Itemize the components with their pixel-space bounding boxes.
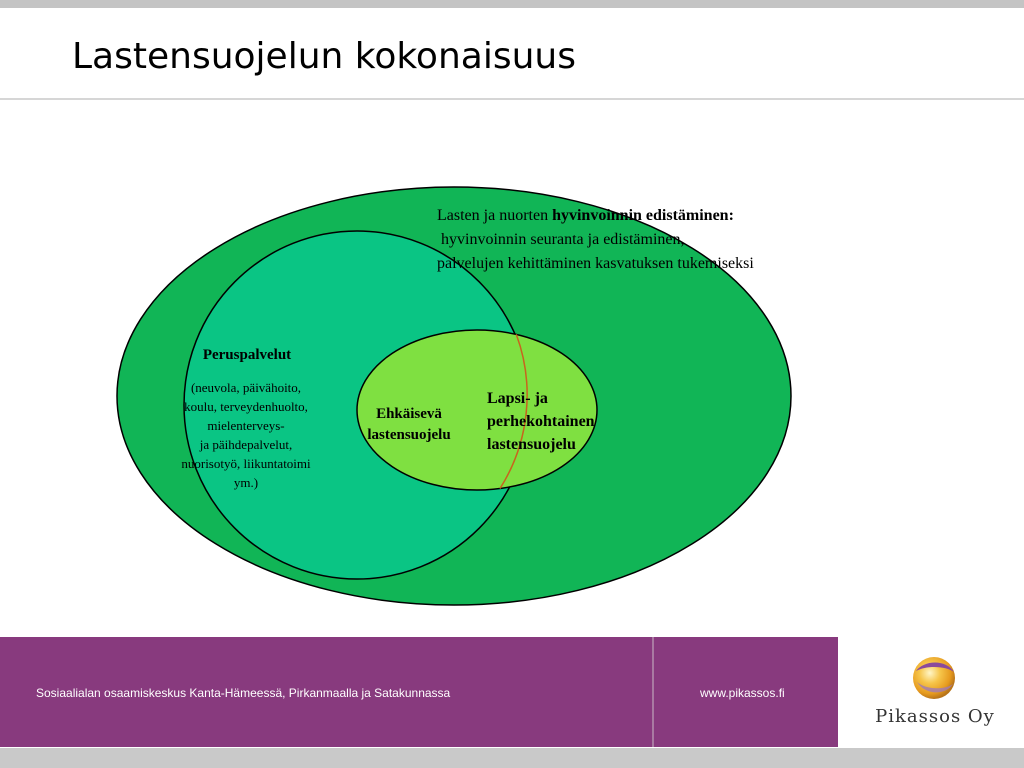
inner-ellipse: [356, 329, 598, 491]
basic-services-line: nuorisotyö, liikuntatoimi: [181, 456, 311, 471]
preventive-line: lastensuojelu: [367, 427, 451, 443]
basic-services-line: (neuvola, päivähoito,: [190, 380, 302, 395]
title-divider: [0, 98, 1024, 100]
note-line-3: palvelujen kehittäminen kasvatuksen tuke…: [437, 255, 754, 272]
top-bar: [0, 0, 1024, 8]
note-line-1-bold: hyvinvoinnin edistäminen:: [552, 207, 734, 224]
preventive-child-welfare-label: Ehkäisevä lastensuojelu: [352, 404, 466, 446]
note-line-1: Lasten ja nuorten hyvinvoinnin edistämin…: [437, 204, 754, 228]
note-line-2: hyvinvoinnin seuranta ja edistäminen,: [437, 231, 685, 248]
child-family-line: lastensuojelu: [487, 436, 576, 453]
logo-text: Pikassos Oy: [875, 706, 995, 727]
footer-band: [0, 637, 838, 747]
basic-services-title: Peruspalvelut: [202, 347, 292, 363]
note-line-1-prefix: Lasten ja nuorten: [437, 207, 553, 224]
slide-title: Lastensuojelun kokonaisuus: [72, 36, 576, 77]
pikassos-sphere-icon: [913, 657, 955, 699]
overlap-arc: [499, 334, 528, 489]
preventive-line: Ehkäisevä: [376, 406, 442, 422]
footer-url: www.pikassos.fi: [700, 686, 785, 700]
basic-services-line: koulu, terveydenhuolto,: [184, 399, 308, 414]
wellbeing-note: Lasten ja nuorten hyvinvoinnin edistämin…: [437, 204, 754, 276]
child-family-line: Lapsi- ja: [487, 390, 548, 407]
footer-organization: Sosiaalialan osaamiskeskus Kanta-Hämeess…: [36, 686, 451, 700]
basic-services-line: mielenterveys-: [207, 418, 285, 433]
basic-services-line: ym.): [233, 475, 259, 490]
child-family-line: perhekohtainen: [487, 413, 595, 430]
basic-services-description: (neuvola, päivähoito, koulu, terveydenhu…: [158, 378, 334, 492]
venn-diagram: [116, 186, 792, 606]
basic-services-line: ja päihdepalvelut,: [199, 437, 293, 452]
bottom-bar: [0, 748, 1024, 768]
child-family-welfare-label: Lapsi- ja perhekohtainen lastensuojelu: [487, 387, 637, 456]
footer-divider: [652, 637, 654, 747]
